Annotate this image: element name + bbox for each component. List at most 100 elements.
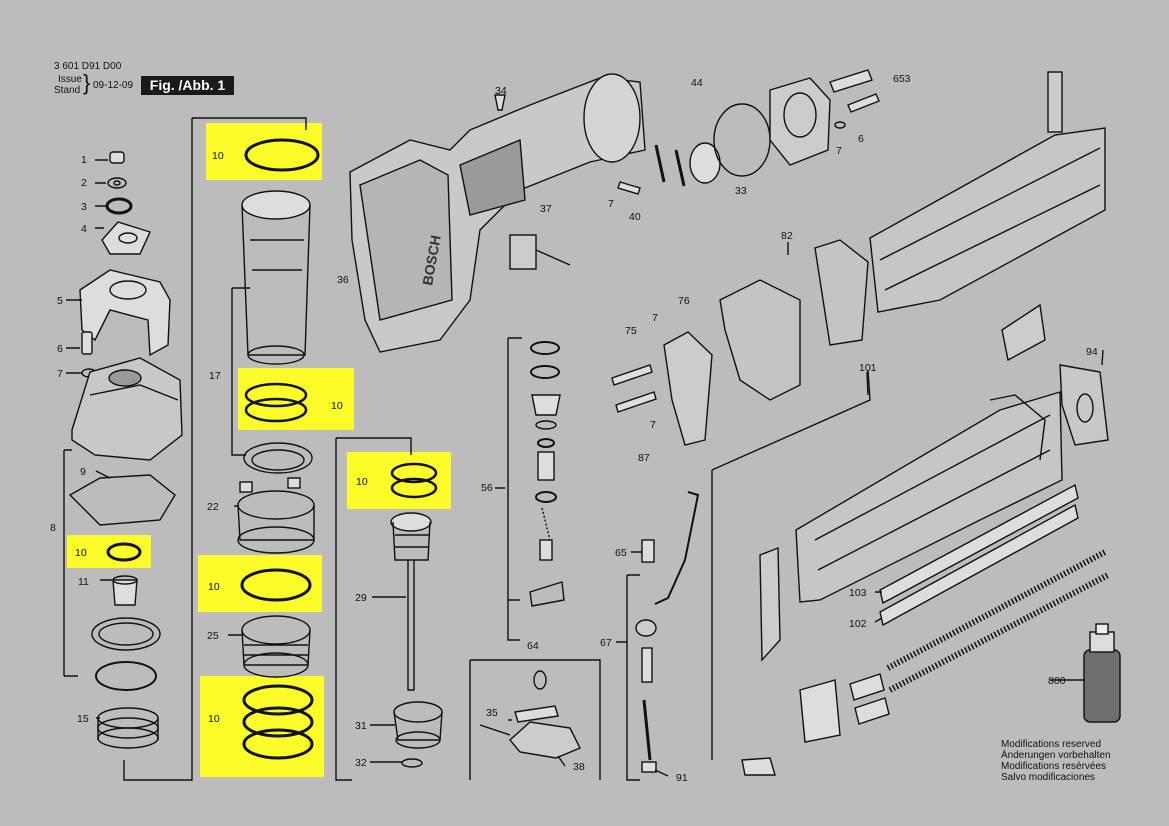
part-bushing-25: [241, 615, 311, 678]
callout-101: 101: [859, 362, 877, 374]
part-oring-stack: [242, 684, 314, 760]
callout-82: 82: [781, 230, 793, 242]
bracket-64: [469, 659, 601, 780]
callout-6: 6: [57, 343, 63, 355]
callout-29: 29: [355, 592, 367, 604]
part-ring-b: [95, 661, 157, 691]
figure-label: Fig. /Abb. 1: [141, 76, 234, 95]
callout-800: 800: [1048, 675, 1066, 687]
part-bracket-82: [719, 239, 869, 401]
callout-38: 38: [573, 761, 585, 773]
part-end-cap: [769, 77, 831, 166]
callout-33: 33: [735, 185, 747, 197]
callout-44: 44: [691, 77, 703, 89]
callout-7: 7: [57, 368, 63, 380]
part-screw-34: [494, 94, 506, 111]
part-oring-pair-piston: [390, 462, 438, 499]
callout-15: 15: [77, 713, 89, 725]
part-screw-1: [109, 151, 125, 164]
part-screw-6: [81, 331, 93, 355]
mod-line-de: Änderungen vorbehalten: [1001, 750, 1111, 761]
bracket-8: [63, 449, 78, 677]
callout-102: 102: [849, 618, 867, 630]
part-valve-37: [509, 234, 571, 270]
part-oring-cap: [106, 542, 142, 562]
highlight-oring-mid: [198, 555, 322, 612]
callout-35: 35: [486, 707, 498, 719]
callout-10-piston: 10: [356, 476, 368, 488]
part-magazine-rail: [869, 71, 1106, 313]
part-grease-tube-800: [1083, 623, 1121, 723]
callout-7-top: 7: [608, 198, 614, 210]
mod-line-en: Modifications reserved: [1001, 739, 1102, 750]
part-washer-7b: [834, 121, 846, 129]
part-screw-40: [617, 181, 641, 195]
callout-40: 40: [629, 211, 641, 223]
callout-5: 5: [57, 295, 63, 307]
callout-10-cyl: 10: [331, 400, 343, 412]
part-magazine-101: [795, 391, 1063, 603]
part-oring-3: [105, 197, 133, 215]
callout-67: 67: [600, 637, 612, 649]
part-follower: [741, 546, 890, 776]
bracket-left: [123, 118, 193, 781]
callout-75: 75: [625, 325, 637, 337]
highlight-oring-top: [206, 123, 322, 180]
part-valve-22: [237, 477, 315, 554]
callout-11: 11: [78, 576, 89, 588]
callout-22: 22: [207, 501, 219, 513]
callout-94: 94: [1086, 346, 1098, 358]
part-oring-pair-cyl: [244, 382, 308, 423]
callout-9: 9: [80, 466, 86, 478]
callout-36: 36: [337, 274, 349, 286]
callout-10-top: 10: [212, 150, 224, 162]
part-oring-mid: [240, 568, 312, 602]
bracket-101: [711, 369, 871, 760]
modifications-notice: Modifications reserved Änderungen vorbeh…: [1001, 739, 1111, 783]
callout-10-cap: 10: [75, 547, 87, 559]
callout-34: 34: [495, 85, 507, 97]
callout-103: 103: [849, 587, 867, 599]
issue-label: Issue: [58, 74, 82, 85]
part-trigger-64: [479, 670, 581, 759]
part-spring-long-b: [888, 572, 1110, 693]
part-screw-6b: [847, 93, 880, 113]
part-safety-67: [635, 491, 700, 773]
callout-653: 653: [893, 73, 911, 85]
mod-line-fr: Modifications resérvées: [1001, 761, 1107, 772]
callout-4: 4: [81, 223, 87, 235]
part-screws-75: [611, 364, 657, 413]
callout-10-mid: 10: [208, 581, 220, 593]
callout-64: 64: [527, 640, 539, 652]
callout-8: 8: [50, 522, 56, 534]
part-valve-stack-56: [529, 341, 565, 607]
part-latch-76: [663, 331, 713, 446]
mod-line-es: Salvo modificaciones: [1001, 772, 1095, 783]
part-strip-103: [879, 483, 1079, 605]
bracket-67: [626, 574, 640, 781]
part-washer-32: [401, 758, 423, 768]
callout-1: 1: [81, 154, 87, 166]
callout-2: 2: [81, 177, 87, 189]
callout-6-top: 6: [858, 133, 864, 145]
callout-76: 76: [678, 295, 690, 307]
callout-56: 56: [481, 482, 493, 494]
part-washer-2: [107, 177, 127, 189]
part-ring-a: [91, 617, 161, 651]
part-pins: [654, 144, 686, 187]
callout-32: 32: [355, 757, 367, 769]
callout-87: 87: [638, 452, 650, 464]
callout-65: 65: [615, 547, 627, 559]
callout-10-stack: 10: [208, 713, 220, 725]
part-oring-top: [244, 138, 320, 172]
part-fitting-653: [829, 69, 873, 93]
callout-25: 25: [207, 630, 219, 642]
issue-date: 09-12-09: [93, 80, 134, 91]
part-spring-15: [97, 707, 159, 749]
highlight-oring-stack: [200, 676, 324, 777]
part-driver-29: [390, 512, 432, 691]
stand-label: Stand: [54, 85, 81, 96]
part-cylinder-17: [241, 190, 311, 365]
